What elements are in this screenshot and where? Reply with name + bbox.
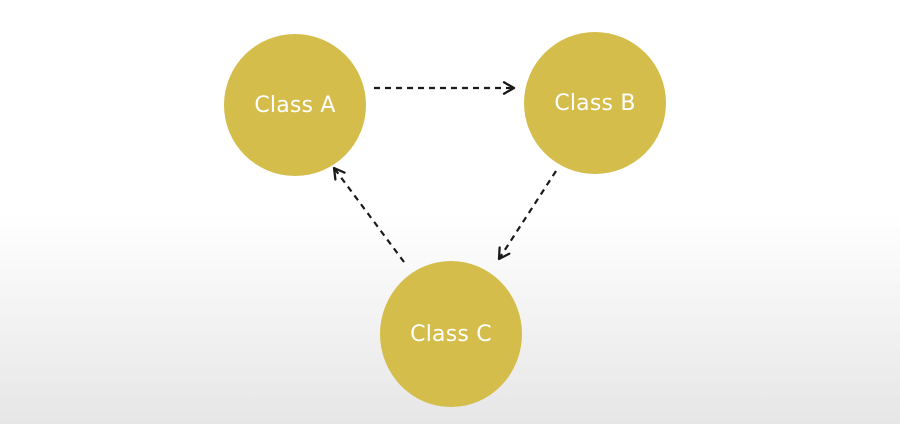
node-class-c: Class C <box>380 261 522 407</box>
edge-b-to-c <box>497 170 557 261</box>
node-label: Class A <box>254 92 336 118</box>
node-class-b: Class B <box>524 32 666 174</box>
node-class-a: Class A <box>224 34 366 176</box>
node-label: Class B <box>554 90 636 116</box>
node-label: Class C <box>410 321 492 347</box>
edge-c-to-a <box>332 166 405 263</box>
